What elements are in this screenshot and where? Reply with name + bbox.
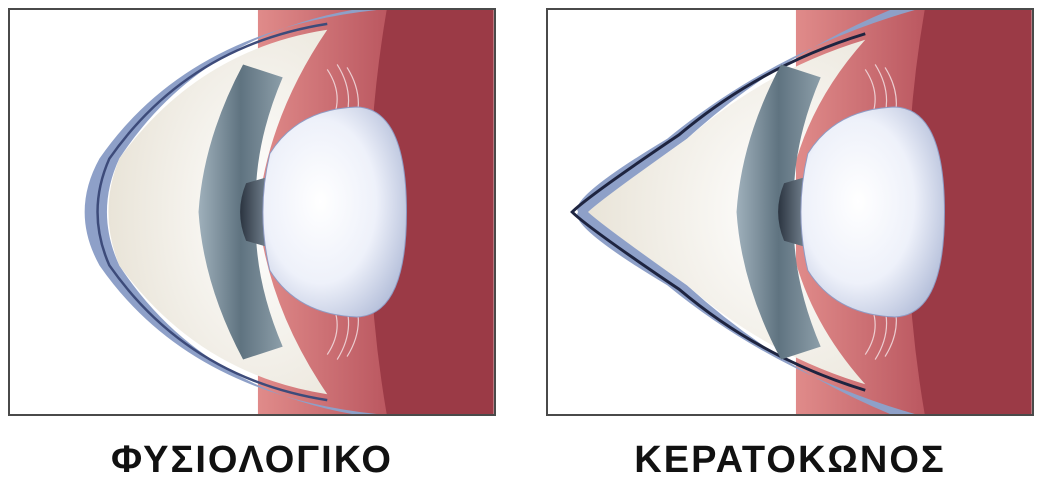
lens xyxy=(801,107,945,317)
lens xyxy=(263,107,407,317)
keratoconus-eye-illustration xyxy=(548,10,1032,414)
normal-eye-panel xyxy=(8,8,496,416)
normal-eye-illustration xyxy=(10,10,494,414)
normal-eye-caption: ΦΥΣΙΟΛΟΓΙΚΟ xyxy=(8,440,496,480)
keratoconus-caption: ΚΕΡΑΤΟΚΩΝΟΣ xyxy=(546,440,1034,480)
keratoconus-eye-panel xyxy=(546,8,1034,416)
